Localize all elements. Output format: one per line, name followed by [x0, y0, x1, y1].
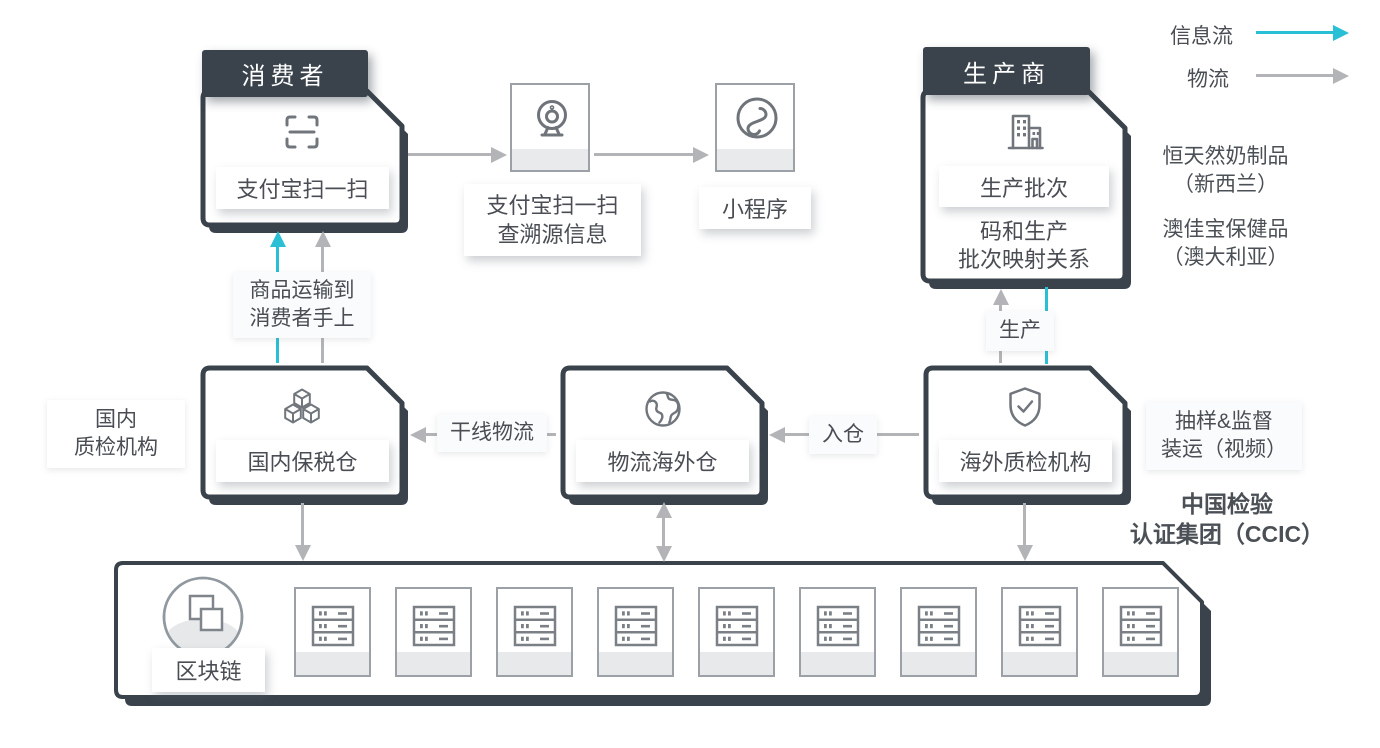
- product-blackmores-line1: 澳佳宝保健品: [1162, 218, 1289, 241]
- consumer-box: 支付宝扫一扫: [200, 88, 408, 233]
- server-node: [799, 587, 876, 677]
- scan-step-box: [510, 83, 590, 172]
- server-rack-icon: [816, 605, 859, 647]
- trunk-logistics-label: 干线物流: [437, 414, 547, 452]
- producer-box: 生产批次 码和生产 批次映射关系: [920, 88, 1131, 289]
- server-node: [1001, 587, 1078, 677]
- server-node: [1102, 587, 1179, 677]
- product-blackmores-line2: （澳大利亚）: [1162, 246, 1289, 269]
- arrow-consumer-to-scan-icon: [408, 153, 492, 156]
- miniapp-strip: [717, 149, 793, 170]
- chain-link-disc-icon: [162, 576, 244, 658]
- blockchain-box: 区块链: [113, 560, 1211, 706]
- overseas-warehouse-box: 物流海外仓: [560, 365, 768, 505]
- shield-check-icon: [1009, 387, 1041, 427]
- server-node-strip: [801, 652, 874, 675]
- production-arrow-label: 生产: [986, 311, 1054, 351]
- miniapp-box: [715, 83, 795, 172]
- inbound-label: 入仓: [809, 416, 877, 454]
- producer-title: 生产商: [923, 47, 1090, 95]
- transport-note-line2: 消费者手上: [249, 307, 355, 330]
- transport-note: 商品运输到 消费者手上: [233, 272, 371, 338]
- producer-mapping-note: 码和生产 批次映射关系: [920, 218, 1128, 274]
- domestic-qc-line2: 质检机构: [74, 436, 158, 459]
- server-node: [294, 587, 371, 677]
- server-node-strip: [498, 652, 571, 675]
- producer-batch-card: 生产批次: [939, 166, 1109, 207]
- consumer-title: 消费者: [202, 50, 368, 97]
- legend-info-flow-arrow-icon: [1256, 31, 1334, 34]
- blockchain-label: 区块链: [152, 648, 265, 692]
- arrow-scan-to-miniapp-icon: [594, 153, 694, 156]
- server-rack-icon: [311, 605, 354, 647]
- overseas-warehouse-label: 物流海外仓: [576, 440, 749, 482]
- ccic-note-line1: 中国检验: [1181, 491, 1273, 517]
- overseas-qc-label: 海外质检机构: [939, 440, 1112, 482]
- server-node-strip: [599, 652, 672, 675]
- arrow-overseas-blockchain-bidirectional-icon: [662, 517, 665, 547]
- consumer-action-card: 支付宝扫一扫: [216, 167, 389, 209]
- domestic-qc-note: 国内 质检机构: [47, 400, 185, 468]
- server-node: [496, 587, 573, 677]
- ccic-note-line2: 认证集团（CCIC）: [1129, 521, 1325, 547]
- legend-logistics-label: 物流: [1187, 68, 1229, 91]
- product-fonterra-line1: 恒天然奶制品: [1162, 145, 1289, 168]
- bonded-warehouse-box: 国内保税仓: [200, 365, 408, 505]
- scan-step-label-line2: 查溯源信息: [497, 222, 608, 247]
- bonded-warehouse-label: 国内保税仓: [216, 440, 389, 482]
- arrow-qc-to-blockchain-icon: [1023, 503, 1026, 546]
- miniprogram-icon: [736, 97, 778, 139]
- server-node-strip: [1003, 652, 1076, 675]
- server-rack-icon: [412, 605, 455, 647]
- server-node: [900, 587, 977, 677]
- sampling-note: 抽样&监督 装运（视频）: [1146, 402, 1302, 470]
- legend-info-flow-label: 信息流: [1170, 25, 1233, 48]
- domestic-qc-line1: 国内: [95, 408, 137, 431]
- sampling-note-line2: 装运（视频）: [1161, 438, 1287, 461]
- server-node-strip: [902, 652, 975, 675]
- legend-logistics-arrow-icon: [1256, 74, 1334, 77]
- product-note-blackmores: 澳佳宝保健品 （澳大利亚）: [1138, 216, 1313, 272]
- globe-icon: [645, 391, 681, 427]
- scan-frame-icon: [285, 115, 319, 149]
- server-rack-icon: [513, 605, 556, 647]
- overseas-qc-box: 海外质检机构: [923, 365, 1131, 505]
- transport-note-line1: 商品运输到: [249, 279, 355, 302]
- server-rack-icon: [1119, 605, 1162, 647]
- server-rack-icon: [715, 605, 758, 647]
- miniapp-label: 小程序: [699, 187, 811, 229]
- server-node-strip: [1104, 652, 1177, 675]
- server-node-strip: [397, 652, 470, 675]
- server-rack-icon: [614, 605, 657, 647]
- server-node: [395, 587, 472, 677]
- blockchain-node-row: [294, 587, 1179, 677]
- producer-mapping-line2: 批次映射关系: [957, 247, 1090, 272]
- producer-mapping-line1: 码和生产: [979, 219, 1068, 244]
- server-node: [698, 587, 775, 677]
- scan-step-label: 支付宝扫一扫 查溯源信息: [464, 184, 641, 256]
- server-node: [597, 587, 674, 677]
- factory-building-icon: [1007, 114, 1044, 150]
- product-fonterra-line2: （新西兰）: [1173, 173, 1278, 196]
- scan-step-strip: [512, 149, 588, 170]
- product-note-fonterra: 恒天然奶制品 （新西兰）: [1138, 143, 1313, 199]
- server-node-strip: [700, 652, 773, 675]
- server-node-strip: [296, 652, 369, 675]
- ccic-note: 中国检验 认证集团（CCIC）: [1118, 489, 1336, 549]
- arrow-bonded-to-blockchain-icon: [301, 503, 304, 546]
- webcam-icon: [537, 100, 567, 137]
- sampling-note-line1: 抽样&监督: [1174, 410, 1273, 433]
- cubes-icon: [284, 388, 320, 424]
- server-rack-icon: [1018, 605, 1061, 647]
- scan-step-label-line1: 支付宝扫一扫: [486, 193, 619, 218]
- server-rack-icon: [917, 605, 960, 647]
